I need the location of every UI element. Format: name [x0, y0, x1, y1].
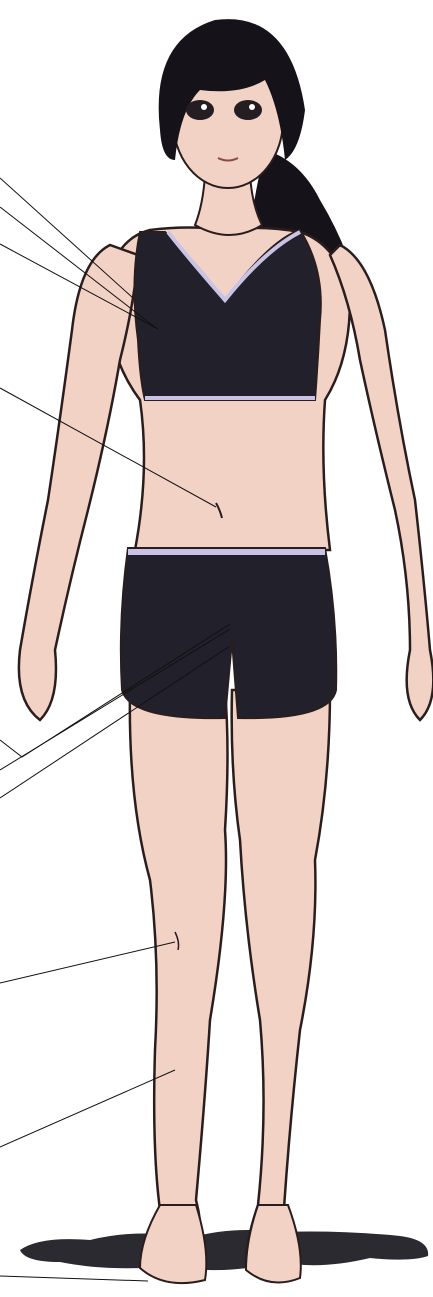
callout-line-shin — [0, 1070, 175, 1147]
shorts — [121, 548, 336, 718]
left-eye-highlight — [201, 104, 207, 110]
left-foot — [140, 1205, 206, 1283]
left-leg — [130, 690, 228, 1276]
ground-shadow — [20, 1230, 428, 1270]
callout-line-knee — [0, 942, 175, 983]
left-eye — [186, 100, 214, 120]
right-eye-highlight — [249, 104, 255, 110]
callout-line-toes — [0, 1276, 148, 1281]
right-leg — [232, 690, 330, 1276]
right-foot — [246, 1205, 301, 1283]
right-eye — [234, 100, 262, 120]
